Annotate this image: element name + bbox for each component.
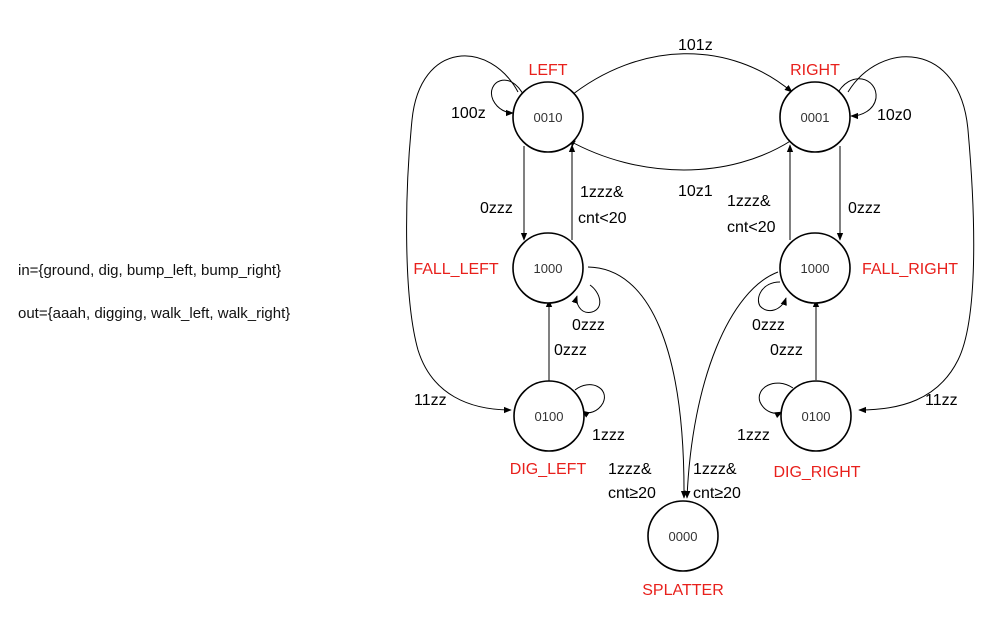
inputs-label: in={ground, dig, bump_left, bump_right}	[18, 262, 281, 279]
state-dig-left-code: 0100	[535, 409, 564, 424]
edge-label-right-to-fall-right: 0zzz	[848, 200, 881, 217]
edge-right-self	[835, 78, 877, 120]
edge-right-to-left	[567, 139, 793, 171]
edge-label-right-to-left: 10z1	[678, 183, 713, 200]
edge-label-right-self: 10z0	[877, 107, 912, 124]
edge-right-to-dig-right	[847, 56, 975, 414]
state-left-name: LEFT	[528, 62, 567, 79]
edge-label-fall-left-self: 0zzz	[572, 317, 605, 334]
edge-left-self	[490, 79, 525, 117]
state-right: 0001 RIGHT	[779, 62, 851, 153]
edge-label-dig-left-self: 1zzz	[592, 427, 625, 444]
edge-label-fall-right-to-splatter-2: cnt≥20	[693, 485, 741, 502]
state-dig-left: 0100 DIG_LEFT	[510, 380, 587, 478]
edge-dig-left-self	[574, 384, 605, 418]
state-right-code: 0001	[801, 110, 830, 125]
edge-label-fall-right-to-right-1: 1zzz&	[727, 193, 771, 210]
edge-label-fall-right-self: 0zzz	[752, 317, 785, 334]
state-right-name: RIGHT	[790, 62, 840, 79]
outputs-label: out={aaah, digging, walk_left, walk_righ…	[18, 305, 290, 322]
state-fall-right-name: FALL_RIGHT	[862, 261, 958, 278]
state-left-circle	[512, 81, 584, 153]
state-splatter: 0000 SPLATTER	[642, 500, 724, 599]
edge-label-fall-left-to-splatter-2: cnt≥20	[608, 485, 656, 502]
edge-label-left-to-right: 101z	[678, 37, 713, 54]
state-fall-right: 1000 FALL_RIGHT	[779, 232, 958, 304]
state-fall-right-code: 1000	[801, 261, 830, 276]
edge-label-fall-left-to-splatter-1: 1zzz&	[608, 461, 652, 478]
edge-label-left-self: 100z	[451, 105, 486, 122]
edge-label-dig-right-to-fall-right: 0zzz	[770, 342, 803, 359]
edge-left-to-dig-left	[406, 55, 519, 414]
edge-label-dig-left-to-fall-left: 0zzz	[554, 342, 587, 359]
state-fall-right-circle	[779, 232, 851, 304]
edge-fall-right-self	[757, 281, 787, 312]
state-fall-left-circle	[512, 232, 584, 304]
state-dig-left-circle	[513, 380, 585, 452]
edge-label-fall-right-to-splatter-1: 1zzz&	[693, 461, 737, 478]
state-fall-left-code: 1000	[534, 261, 563, 276]
state-dig-left-name: DIG_LEFT	[510, 461, 587, 478]
state-dig-right-circle	[780, 380, 852, 452]
edge-left-to-right	[567, 53, 793, 99]
state-splatter-circle	[647, 500, 719, 572]
state-dig-right-name: DIG_RIGHT	[773, 464, 860, 481]
state-left: 0010 LEFT	[512, 62, 584, 153]
state-left-code: 0010	[534, 110, 563, 125]
edge-dig-right-self	[758, 382, 794, 419]
edge-label-fall-left-to-left-1: 1zzz&	[580, 184, 624, 201]
state-dig-right: 0100 DIG_RIGHT	[773, 380, 861, 481]
edge-label-fall-left-to-left-2: cnt<20	[578, 210, 627, 227]
edge-label-dig-right-self: 1zzz	[737, 427, 770, 444]
state-right-circle	[779, 81, 851, 153]
state-fall-left: 1000 FALL_LEFT	[413, 232, 584, 304]
edge-label-fall-right-to-right-2: cnt<20	[727, 219, 776, 236]
edge-fall-left-self	[571, 284, 601, 313]
edge-fall-left-to-splatter	[587, 266, 688, 499]
edge-label-right-to-dig-right: 11zz	[925, 392, 958, 409]
state-splatter-code: 0000	[669, 529, 698, 544]
edge-fall-right-to-splatter	[684, 271, 779, 499]
edge-label-left-to-dig-left: 11zz	[414, 392, 447, 409]
state-splatter-name: SPLATTER	[642, 582, 724, 599]
state-dig-right-code: 0100	[802, 409, 831, 424]
state-fall-left-name: FALL_LEFT	[413, 261, 499, 278]
edge-label-left-to-fall-left: 0zzz	[480, 200, 513, 217]
